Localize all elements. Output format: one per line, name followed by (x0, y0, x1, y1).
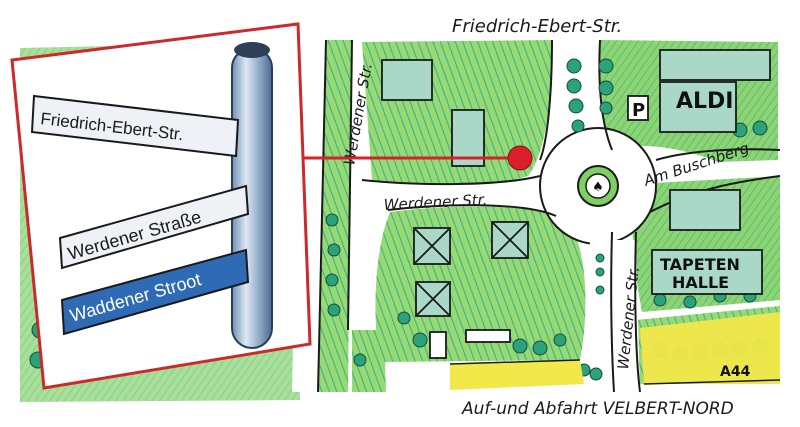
buildings (381, 49, 771, 359)
street-label-friedrich-ebert: Friedrich-Ebert-Str. (452, 16, 622, 37)
location-dot (507, 145, 533, 171)
parking-icon: P (632, 100, 645, 121)
road-edges (317, 39, 781, 393)
halle-label: HALLE (672, 273, 729, 292)
location-marker (300, 145, 533, 171)
place-labels: ALDI P TAPETEN HALLE A44 (632, 89, 751, 380)
roundabout-island: ♠ (577, 165, 619, 207)
street-label-werdener-middle: Werdener Str. (383, 191, 487, 214)
tapeten-label: TAPETEN (660, 255, 740, 274)
highway (449, 312, 781, 390)
exit-label: Auf-und Abfahrt VELBERT-NORD (461, 399, 734, 419)
aldi-label: ALDI (676, 89, 734, 114)
highway-label: A44 (720, 364, 751, 380)
sign-friedrich-ebert: Friedrich-Ebert-Str. (30, 94, 240, 158)
signpost-inset: Friedrich-Ebert-Str. Werdener Straße Wad… (10, 22, 312, 390)
svg-text:♠: ♠ (592, 180, 604, 195)
